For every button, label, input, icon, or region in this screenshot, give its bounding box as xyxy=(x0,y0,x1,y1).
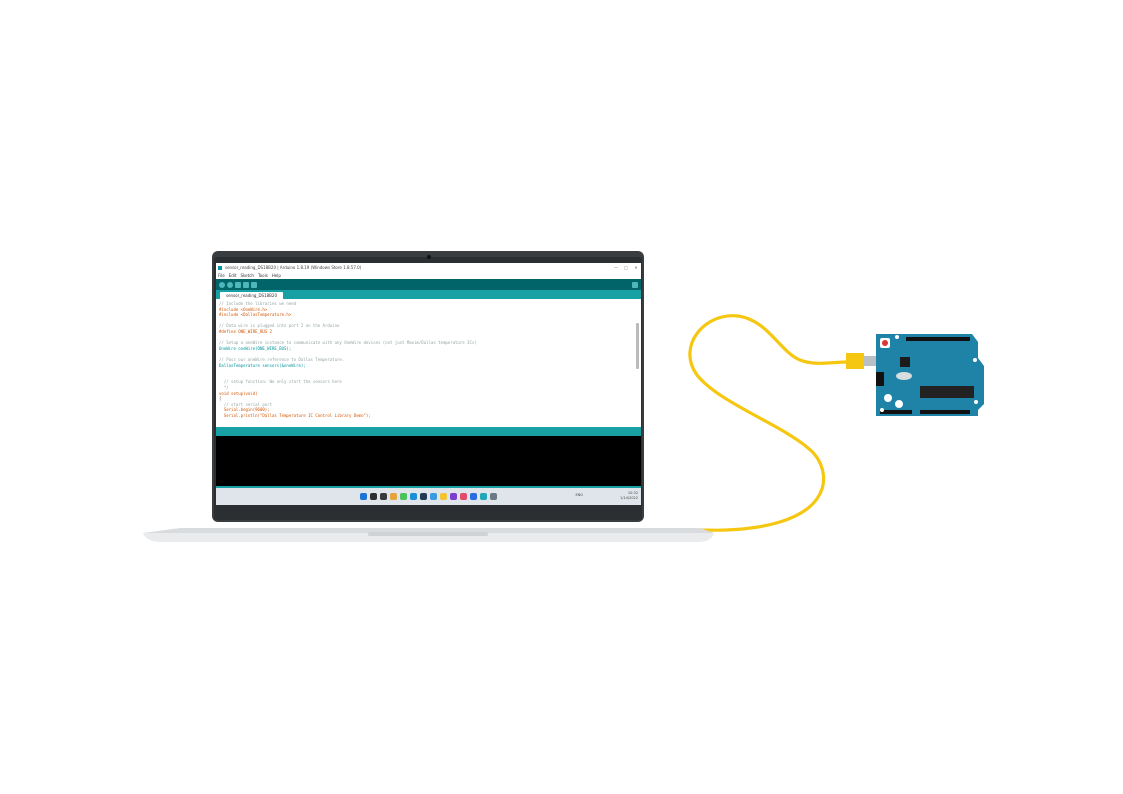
editor-scrollbar[interactable] xyxy=(636,323,639,369)
taskbar-app-icon[interactable] xyxy=(410,493,417,500)
power-jack xyxy=(876,372,884,386)
taskbar-app-icon[interactable] xyxy=(470,493,477,500)
status-bar xyxy=(216,427,641,436)
mount-hole-2 xyxy=(973,358,977,362)
board-pcb xyxy=(876,334,984,416)
capacitor-1 xyxy=(884,394,892,402)
code-line: // start serial port xyxy=(219,401,272,407)
window-title: sensor_reading_DS18B20 | Arduino 1.8.19 … xyxy=(225,265,362,270)
menu-edit[interactable]: Edit xyxy=(228,273,237,278)
console-output xyxy=(216,436,641,486)
ide-titlebar: sensor_reading_DS18B20 | Arduino 1.8.19 … xyxy=(216,263,641,272)
code-line: DallasTemperature sensors(&oneWire); xyxy=(219,362,306,368)
tray-clock[interactable]: 10:32 1/14/2022 xyxy=(620,491,638,501)
arduino-board xyxy=(876,334,984,416)
code-line: // Setup a oneWire instance to communica… xyxy=(219,340,477,346)
tab-sketch[interactable]: sensor_reading_DS18B20 xyxy=(220,292,283,299)
laptop-base-edge xyxy=(143,528,714,533)
crystal xyxy=(896,372,912,380)
code-line: Serial.begin(9600); xyxy=(219,407,270,413)
code-line: // Pass our oneWire reference to Dallas … xyxy=(219,356,345,362)
menu-tools[interactable]: Tools xyxy=(257,273,268,278)
microcontroller-chip xyxy=(920,386,974,398)
analog-header xyxy=(920,410,970,414)
laptop-screen: sensor_reading_DS18B20 | Arduino 1.8.19 … xyxy=(216,263,641,505)
code-line: */ xyxy=(219,384,229,390)
tray-date: 1/14/2022 xyxy=(620,496,638,500)
search-icon[interactable] xyxy=(370,493,377,500)
code-line: Serial.println("Dallas Temperature IC Co… xyxy=(219,412,371,418)
mount-hole-1 xyxy=(880,408,884,412)
usb-plug xyxy=(846,353,864,369)
arduino-app-icon xyxy=(218,265,222,270)
usb-chip xyxy=(900,357,910,367)
save-button[interactable] xyxy=(251,281,257,288)
reset-button-cap xyxy=(882,340,888,346)
code-line: #include <DallasTemperature.h> xyxy=(219,312,292,318)
code-editor[interactable]: // Include the libraries we need#include… xyxy=(216,299,641,427)
code-line: // setup function: We only start the sen… xyxy=(219,379,342,385)
minimize-button[interactable]: — xyxy=(614,265,618,270)
usb-plug-metal xyxy=(864,356,876,366)
code-line: void setup(void) xyxy=(219,390,258,396)
close-button[interactable]: ✕ xyxy=(634,265,638,270)
new-button[interactable] xyxy=(235,281,241,288)
tray-time: 10:32 xyxy=(627,491,638,495)
capacitor-2 xyxy=(895,400,903,408)
ide-toolbar xyxy=(216,279,641,290)
verify-button[interactable] xyxy=(219,281,225,288)
digital-header xyxy=(906,337,970,341)
menu-bar: File Edit Sketch Tools Help xyxy=(216,272,641,279)
windows-taskbar: ENG 10:32 1/14/2022 xyxy=(216,488,641,505)
menu-help[interactable]: Help xyxy=(271,273,281,278)
menu-file[interactable]: File xyxy=(218,273,225,278)
taskbar-app-icon[interactable] xyxy=(450,493,457,500)
code-line: OneWire oneWire(ONE_WIRE_BUS); xyxy=(219,345,292,351)
taskbar-app-icon[interactable] xyxy=(420,493,427,500)
code-line: { xyxy=(219,396,222,402)
mount-hole-4 xyxy=(895,335,899,339)
laptop-base xyxy=(143,533,714,542)
code-line: // Include the libraries we need xyxy=(219,301,297,306)
taskbar-app-icon[interactable] xyxy=(380,493,387,500)
taskbar-app-icon[interactable] xyxy=(430,493,437,500)
menu-sketch[interactable]: Sketch xyxy=(240,273,254,278)
usb-cable xyxy=(688,314,850,532)
taskbar-app-icon[interactable] xyxy=(400,493,407,500)
upload-button[interactable] xyxy=(227,281,233,288)
maximize-button[interactable]: □ xyxy=(624,265,628,270)
laptop-hinge xyxy=(368,532,488,536)
webcam-icon xyxy=(427,255,431,259)
code-line: #define ONE_WIRE_BUS 2 xyxy=(219,328,272,334)
tray-language[interactable]: ENG xyxy=(575,493,583,497)
taskbar-app-icon[interactable] xyxy=(490,493,497,500)
taskbar-app-icon[interactable] xyxy=(440,493,447,500)
taskbar-app-icon[interactable] xyxy=(390,493,397,500)
taskbar-app-icon[interactable] xyxy=(480,493,487,500)
open-button[interactable] xyxy=(243,281,249,288)
code-line: // Data wire is plugged into port 2 on t… xyxy=(219,323,340,329)
serial-monitor-button[interactable] xyxy=(632,281,638,288)
start-icon[interactable] xyxy=(360,493,367,500)
power-header xyxy=(880,410,912,414)
mount-hole-3 xyxy=(974,400,978,404)
code-line: #include <OneWire.h> xyxy=(219,306,268,312)
tab-bar: sensor_reading_DS18B20 xyxy=(216,290,641,299)
taskbar-app-icon[interactable] xyxy=(460,493,467,500)
